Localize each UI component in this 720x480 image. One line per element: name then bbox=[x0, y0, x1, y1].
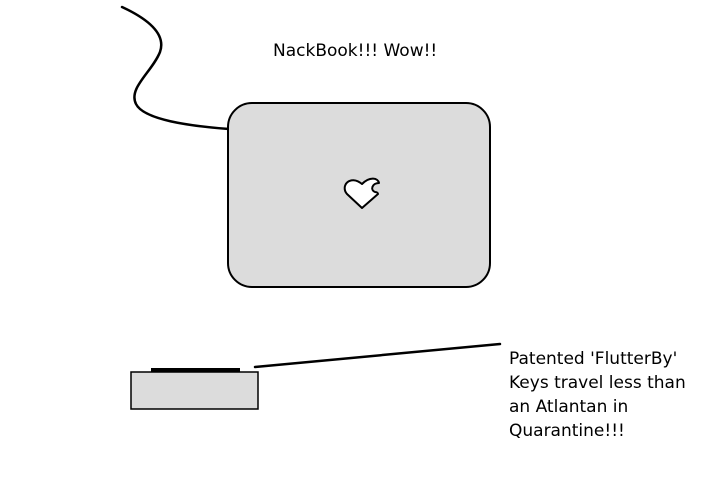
caption-line: Quarantine!!! bbox=[509, 421, 625, 441]
bitten-heart-icon bbox=[343, 177, 380, 209]
keyboard-keys bbox=[151, 368, 240, 372]
page-title: NackBook!!! Wow!! bbox=[273, 41, 438, 61]
keyboard-caption: Patented 'FlutterBy' Keys travel less th… bbox=[509, 347, 714, 443]
caption-line: an Atlantan in bbox=[509, 397, 629, 417]
callout-line bbox=[253, 342, 502, 369]
keyboard-base bbox=[130, 371, 259, 410]
caption-line: Keys travel less than bbox=[509, 373, 686, 393]
power-cable bbox=[120, 5, 231, 131]
caption-line: Patented 'FlutterBy' bbox=[509, 349, 678, 369]
